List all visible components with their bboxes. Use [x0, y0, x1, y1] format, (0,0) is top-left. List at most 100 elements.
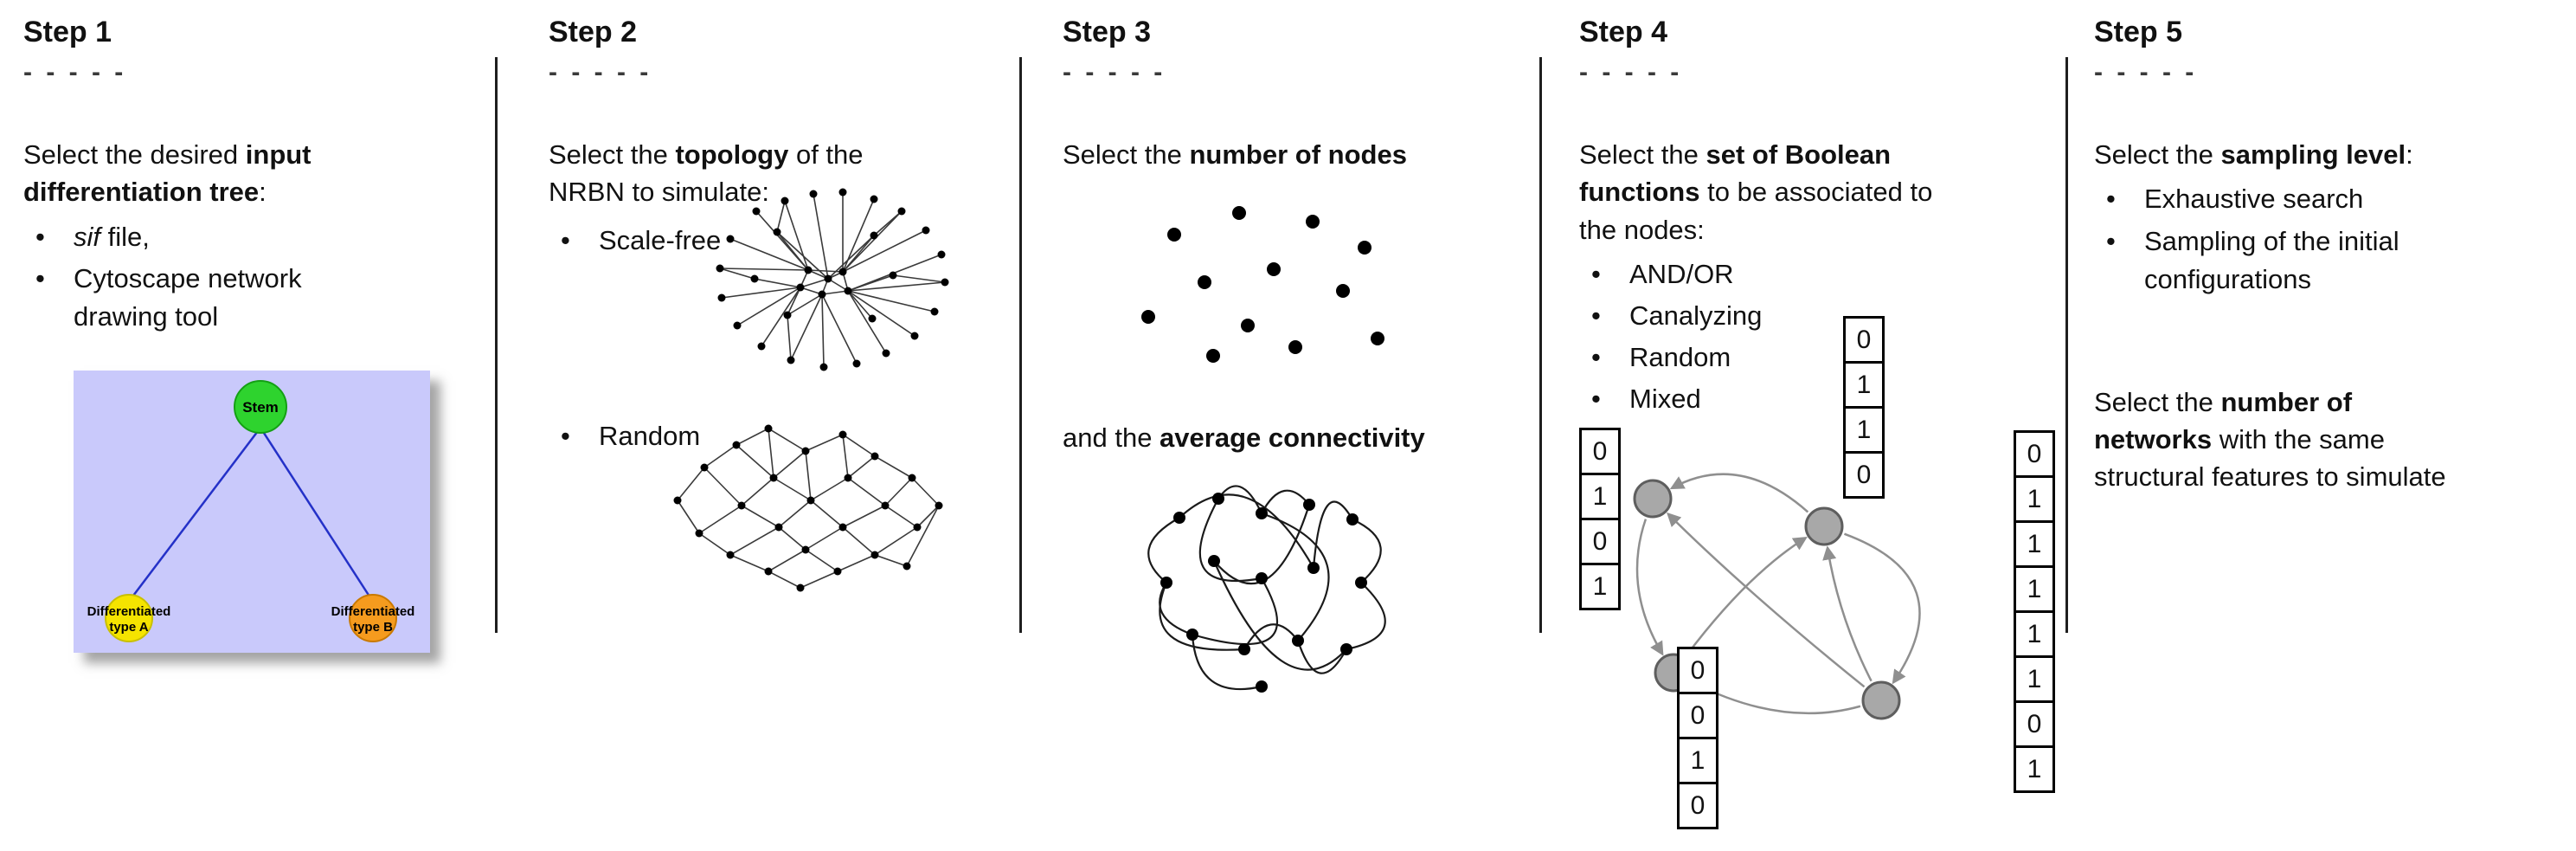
text-segment: set of Boolean — [1706, 139, 1892, 171]
text-segment: Select the — [549, 139, 676, 171]
truth-table-cell: 0 — [2014, 700, 2055, 748]
truth-table-cell: 1 — [1843, 361, 1885, 409]
bullet-marker: • — [2106, 184, 2116, 215]
bullet-text: Random — [599, 421, 701, 451]
cell-value: 1 — [2027, 619, 2042, 648]
cell-value: 1 — [2027, 529, 2042, 558]
text-segment: average connectivity — [1160, 422, 1425, 453]
text-segment: sampling level — [2220, 139, 2406, 171]
step-3-intro: Select the number of nodes — [1063, 136, 1530, 173]
truth-table-cell: 1 — [2014, 520, 2055, 568]
cell-value: 0 — [1690, 655, 1706, 685]
bullet-text: sif file, — [74, 218, 150, 256]
step-5-intro: Select the sampling level: — [2094, 136, 2568, 173]
step-5-title: Step 5 — [2094, 16, 2183, 48]
column-divider-4 — [2065, 57, 2068, 633]
text-segment: NRBN to simulate: — [549, 177, 769, 208]
column-divider-2 — [1019, 57, 1022, 633]
cell-value: 1 — [1690, 745, 1706, 775]
truth-table-cell: 0 — [1843, 316, 1885, 364]
truth-table-cell: 0 — [1677, 782, 1718, 829]
step-1-bullets: • sif file, • Cytoscape network drawing t… — [23, 218, 478, 336]
text-segment: configurations — [2144, 263, 2312, 294]
stem-to-type-a-edge — [130, 427, 261, 600]
truth-table-cell: 1 — [1579, 473, 1621, 520]
step-4-dashes: - - - - - — [1579, 58, 1683, 87]
boolean-network-graph — [1633, 473, 1921, 720]
bullet-scale-free: • Scale-free — [549, 222, 721, 260]
text-segment: functions — [1579, 177, 1700, 208]
column-divider-3 — [1539, 57, 1542, 633]
text-segment: Select the — [1579, 139, 1706, 171]
text-segment: drawing tool — [74, 300, 219, 332]
text-segment: Select the desired — [23, 139, 246, 171]
text-segment: Select the — [2094, 139, 2221, 171]
bullet-text: Random — [1629, 342, 1731, 373]
bullet-marker: • — [35, 221, 45, 252]
truth-table-top: 0 1 1 0 — [1843, 316, 1885, 499]
step-4-column: Step 4 - - - - - Select the set of Boole… — [1579, 16, 2064, 848]
bullet-exhaustive-search: • Exhaustive search — [2094, 180, 2568, 218]
cell-value: 1 — [1592, 571, 1608, 601]
text-segment: number of nodes — [1189, 139, 1407, 171]
text-segment: number of — [2220, 386, 2353, 417]
bullet-random-function: • Random — [1579, 338, 2064, 377]
text-segment: : — [2406, 139, 2413, 171]
bullet-text: Cytoscape network drawing tool — [74, 260, 302, 336]
average-connectivity-network-figure — [1147, 485, 1386, 693]
bullet-text: Canalyzing — [1629, 300, 1763, 332]
bullet-marker: • — [1591, 300, 1601, 332]
truth-table-cell: 0 — [1677, 692, 1718, 739]
truth-table-cell: 0 — [1677, 647, 1718, 694]
stem-node — [234, 379, 287, 434]
cell-value: 1 — [1856, 370, 1872, 399]
cell-value: 0 — [1856, 325, 1872, 354]
step-2-dashes: - - - - - — [549, 58, 652, 87]
cell-value: 0 — [1592, 436, 1608, 466]
text-segment: : — [259, 177, 267, 208]
bullet-marker: • — [561, 225, 570, 255]
type-a-label-line2: type A — [109, 620, 148, 635]
bullet-random-topology: • Random — [549, 417, 700, 455]
truth-table-cell: 1 — [2014, 565, 2055, 613]
text-segment: topology — [675, 139, 789, 171]
bullet-text: Mixed — [1629, 384, 1701, 415]
differentiation-tree-svg: Stem Differentiated type A Differentiate… — [74, 370, 430, 653]
cell-value: 0 — [1856, 460, 1872, 489]
truth-table-cell: 0 — [2014, 430, 2055, 478]
node-scatter-figure — [1141, 206, 1384, 363]
random-network-figure — [673, 424, 943, 592]
text-segment: of the — [788, 139, 864, 171]
step-2-title: Step 2 — [549, 16, 638, 48]
cell-value: 0 — [2027, 439, 2042, 468]
truth-table-cell: 1 — [1677, 737, 1718, 784]
truth-table-cell: 1 — [1843, 406, 1885, 454]
truth-table-right: 0 1 1 1 1 1 0 1 — [2014, 430, 2055, 793]
step-1-column: Step 1 - - - - - Select the desired inpu… — [23, 16, 478, 847]
step-1-dashes: - - - - - — [23, 58, 127, 87]
step-3-column: Step 3 - - - - - Select the number of no… — [1063, 16, 1530, 847]
text-segment: Select the — [2094, 386, 2221, 417]
truth-table-cell: 0 — [1579, 518, 1621, 565]
text-segment: to be associated to — [1699, 177, 1933, 208]
text-segment: Cytoscape network — [74, 262, 302, 293]
text-segment: and the — [1063, 422, 1160, 453]
type-b-label-line1: Differentiated — [331, 604, 415, 619]
cell-value: 0 — [1592, 526, 1608, 556]
text-segment: Select the — [1063, 139, 1190, 171]
cell-value: 0 — [1690, 790, 1706, 820]
step-3-title: Step 3 — [1063, 16, 1152, 48]
bullet-sif-file: • sif file, — [23, 218, 478, 256]
text-segment: input — [245, 139, 312, 171]
cell-value: 1 — [1592, 481, 1608, 511]
text-segment: structural features to simulate — [2094, 461, 2446, 493]
step-3-dashes: - - - - - — [1063, 58, 1166, 87]
